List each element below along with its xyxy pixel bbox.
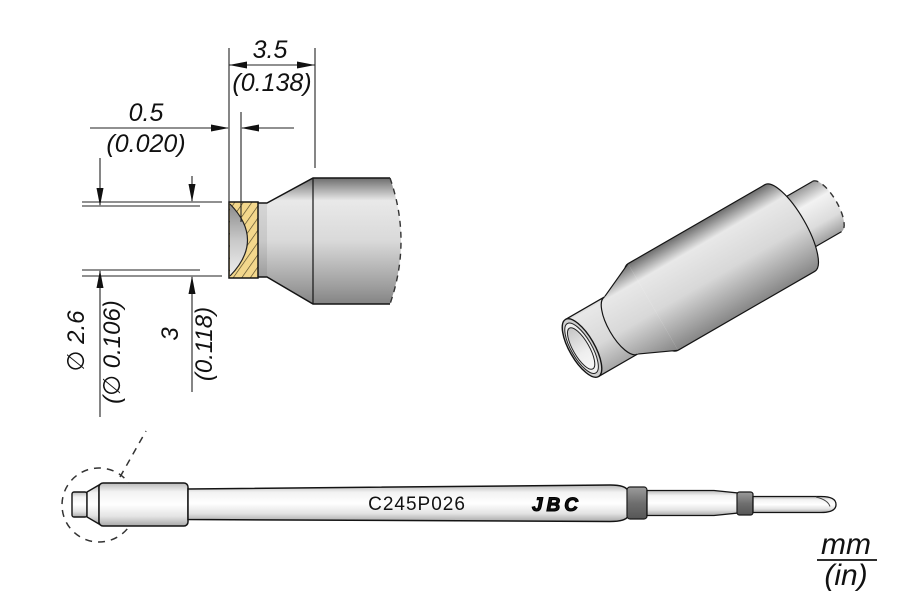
- arrow-left-icon: [229, 61, 247, 69]
- solder-section-outline: [228, 201, 259, 279]
- dim-face-diameter-mm: ∅ 2.6: [63, 310, 90, 372]
- extension-lines: [82, 48, 316, 277]
- units-mm-label: mm: [821, 528, 871, 561]
- units-legend: mm (in): [817, 528, 877, 592]
- arrow-left-icon: [241, 124, 259, 132]
- arrow-up-icon: [188, 276, 196, 294]
- dimension-face-diameter: ∅ 2.6 (∅ 0.106): [63, 158, 126, 417]
- iso-stub-break-line: [812, 180, 845, 233]
- dimension-face-recess: 0.5 (0.020): [90, 99, 294, 158]
- tip-body-outline: [258, 177, 390, 305]
- rod-tip-seam: [815, 496, 831, 507]
- cartridge-ring-2: [736, 491, 754, 516]
- cartridge-tip-stub: [71, 491, 88, 518]
- detail-leader-line: [119, 430, 147, 478]
- arrow-down-icon: [96, 188, 104, 206]
- cartridge-side-view: C245P026 JBC: [61, 430, 837, 543]
- cartridge-tip-cone: [86, 483, 100, 526]
- concave-face-curve: [229, 203, 249, 277]
- isometric-view: [561, 180, 845, 378]
- iso-collar-edges: [565, 296, 638, 378]
- arrow-down-icon: [188, 184, 196, 202]
- iso-collar: [565, 296, 641, 377]
- iso-face-bore: [566, 327, 596, 370]
- iso-main-cylinder-edges: [627, 183, 820, 351]
- arrow-up-icon: [96, 270, 104, 288]
- dim-face-recess-mm: 0.5: [129, 99, 164, 127]
- tip-body-section: [258, 178, 401, 304]
- section-detail-view: 3.5 (0.138) 0.5 (0.020) ∅ 2.6 (∅ 0.106): [63, 36, 402, 417]
- dim-tip-length-mm: 3.5: [253, 36, 288, 64]
- dim-tip-length-in: (0.138): [232, 69, 311, 97]
- iso-cone-edges: [603, 263, 679, 355]
- dim-outer-diameter-in: (0.118): [191, 307, 218, 381]
- cartridge-barrel: [98, 482, 189, 527]
- tip-body-break-line: [389, 177, 402, 305]
- cartridge-ring-1: [626, 486, 648, 520]
- units-in-label: (in): [824, 559, 867, 592]
- arrow-right-icon: [211, 124, 229, 132]
- cartridge-rod-tip: [752, 495, 837, 514]
- dim-face-recess-in: (0.020): [106, 130, 185, 158]
- iso-main-cylinder: [628, 184, 819, 351]
- dimension-outer-diameter: 3 (0.118): [157, 176, 218, 392]
- tip-neck-shade: [258, 203, 267, 277]
- part-number-label: C245P026: [368, 494, 466, 515]
- dimension-tip-length: 3.5 (0.138): [229, 36, 315, 97]
- cartridge-mid-cylinder: [646, 489, 739, 517]
- arrow-right-icon: [297, 61, 315, 69]
- dim-face-diameter-in: (∅ 0.106): [99, 300, 126, 404]
- iso-rear-stub: [773, 180, 845, 255]
- brand-logo: JBC: [532, 495, 582, 516]
- dim-outer-diameter-mm: 3: [157, 327, 184, 341]
